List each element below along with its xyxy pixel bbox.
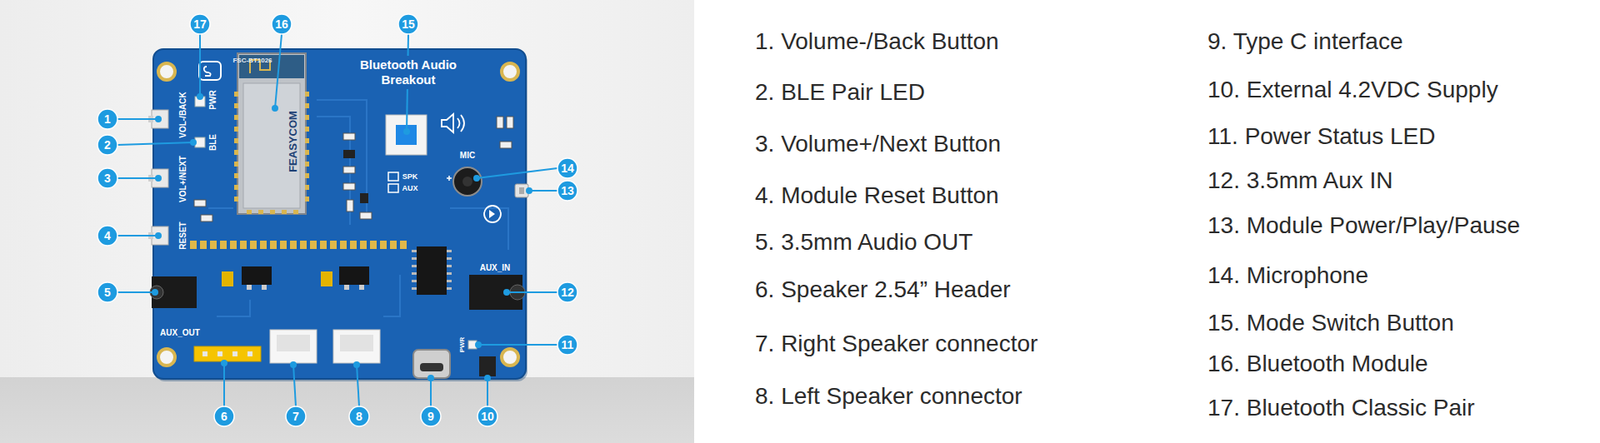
callout-number: 8 <box>355 410 363 424</box>
silkscreen-text: PWR <box>458 337 467 354</box>
silkscreen-text: VOL+/NEXT <box>178 155 189 203</box>
callout-number: 3 <box>96 167 119 190</box>
part-description: 2. BLE Pair LED <box>755 78 925 107</box>
silkscreen-text: MIC <box>460 150 475 161</box>
callout-number: 1 <box>104 112 111 126</box>
part-description: 15. Mode Switch Button <box>1207 309 1455 338</box>
part-description: 8. Left Speaker connector <box>755 382 1023 411</box>
callout-number: 15 <box>397 13 420 35</box>
callout-number: 3 <box>104 171 111 185</box>
callout-number: 6 <box>213 405 235 428</box>
callout-number: 14 <box>560 161 575 175</box>
callout-number: 7 <box>285 405 307 428</box>
part-description: 5. 3.5mm Audio OUT <box>755 228 973 257</box>
pcb <box>148 49 529 382</box>
callout-number: 10 <box>476 405 499 428</box>
callout-number: 12 <box>560 285 575 300</box>
part-description: 12. 3.5mm Aux IN <box>1207 166 1394 195</box>
part-description: 14. Microphone <box>1207 261 1369 290</box>
callout-number: 17 <box>193 17 207 31</box>
part-description: 11. Power Status LED <box>1207 122 1435 151</box>
callout-number: 13 <box>556 180 579 202</box>
leader-lines <box>117 34 558 407</box>
part-description: 10. External 4.2VDC Supply <box>1207 75 1499 105</box>
part-description: 9. Type C interface <box>1207 27 1404 56</box>
callout-number: 9 <box>427 410 435 424</box>
silkscreen-text: AUX_IN <box>480 263 511 274</box>
silkscreen-text: RESET <box>178 221 189 250</box>
callout-number: 16 <box>270 13 293 35</box>
part-description: 6. Speaker 2.54” Header <box>755 275 1011 305</box>
callout-number: 4 <box>96 225 119 247</box>
callout-number: 13 <box>560 184 575 198</box>
callout-number: 17 <box>189 13 211 35</box>
part-description: 3. Volume+/Next Button <box>755 130 1001 159</box>
callout-number: 2 <box>96 134 119 156</box>
callout-number: 8 <box>348 405 370 428</box>
callout-number: 12 <box>556 281 579 304</box>
callout-number: 6 <box>220 410 228 424</box>
part-description: 13. Module Power/Play/Pause <box>1207 211 1520 240</box>
callout-number: 2 <box>104 138 111 152</box>
callout-number: 10 <box>480 410 495 424</box>
part-description: 1. Volume-/Back Button <box>755 27 1000 56</box>
callout-number: 15 <box>401 17 415 31</box>
silkscreen-text: VOL-/BACK <box>178 91 189 139</box>
silkscreen-text: SPK <box>402 172 419 182</box>
callout-number: 1 <box>96 108 119 130</box>
callout-number: 16 <box>275 17 289 31</box>
board-title: Bluetooth Audio Breakout <box>342 55 475 90</box>
part-description: 17. Bluetooth Classic Pair <box>1207 394 1475 423</box>
callout-number: 11 <box>556 334 579 356</box>
module-model: FSC-BT1026 <box>232 56 272 65</box>
part-description: 7. Right Speaker connector <box>755 330 1038 359</box>
callout-number: 9 <box>420 405 442 428</box>
callout-number: 7 <box>292 410 300 424</box>
callout-number: 11 <box>561 338 575 352</box>
part-description: 16. Bluetooth Module <box>1207 350 1429 379</box>
module-brand: FEASYCOM <box>286 110 300 173</box>
callout-number: 5 <box>96 281 119 304</box>
photo-background <box>0 0 695 443</box>
callout-number: 14 <box>556 157 579 180</box>
silkscreen-text: PWR <box>208 90 219 110</box>
callout-number: 5 <box>104 285 111 300</box>
part-description: 4. Module Reset Button <box>755 181 1000 210</box>
callout-number: 4 <box>104 229 111 243</box>
silkscreen-text: AUX_OUT <box>160 328 200 339</box>
silkscreen-text: AUX <box>401 184 418 194</box>
silkscreen-text: BLE <box>208 134 219 151</box>
